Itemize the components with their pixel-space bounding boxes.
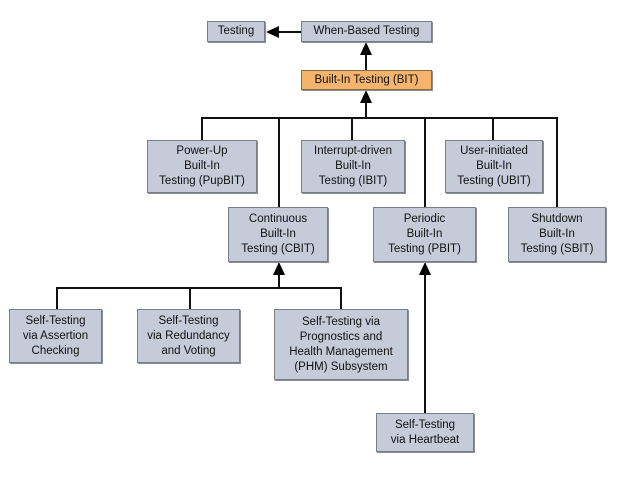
node-pupbit: Power-Up Built-In Testing (PupBIT) [147,140,257,193]
node-redundancy-voting: Self-Testing via Redundancy and Voting [137,309,240,363]
arrowhead-testing [266,26,279,38]
node-pbit: Periodic Built-In Testing (PBIT) [373,207,476,262]
arrowhead-when-based [360,42,372,55]
node-testing: Testing [207,21,265,42]
node-when-based-testing: When-Based Testing [301,21,432,42]
node-ibit: Interrupt-driven Built-In Testing (IBIT) [301,140,405,193]
node-ubit: User-initiated Built-In Testing (UBIT) [445,140,543,193]
arrowhead-bit [360,90,372,103]
arrowhead-cbit [273,262,285,275]
node-phm-subsystem: Self-Testing via Prognostics and Health … [274,309,408,380]
node-built-in-testing: Built-In Testing (BIT) [301,70,432,90]
node-sbit: Shutdown Built-In Testing (SBIT) [508,207,606,262]
node-cbit: Continuous Built-In Testing (CBIT) [228,207,328,262]
node-assertion-checking: Self-Testing via Assertion Checking [9,309,102,363]
node-heartbeat: Self-Testing via Heartbeat [376,413,474,452]
arrowhead-pbit [419,262,431,275]
